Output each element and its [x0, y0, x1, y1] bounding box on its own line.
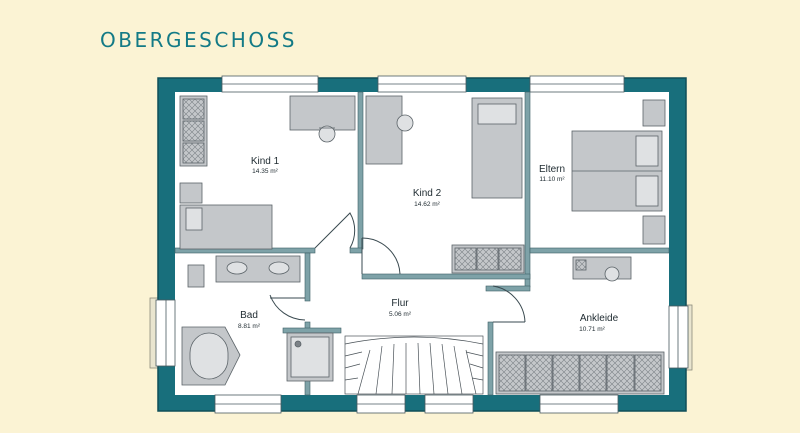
room-name-kind2: Kind 2 [413, 188, 442, 199]
room-area-kind1: 14.35 m² [252, 168, 278, 175]
ankleide-furniture [495, 256, 665, 395]
room-name-kind1: Kind 1 [251, 156, 280, 167]
staircase [344, 335, 484, 395]
room-name-ankleide: Ankleide [580, 313, 619, 324]
kind2-furniture [365, 95, 525, 274]
room-name-flur: Flur [391, 298, 409, 309]
room-area-eltern: 11.10 m² [539, 176, 565, 183]
doors [269, 212, 526, 323]
eltern-furniture [571, 99, 666, 245]
room-area-bad: 8.81 m² [238, 323, 261, 330]
room-name-bad: Bad [240, 310, 258, 321]
room-area-kind2: 14.62 m² [414, 201, 440, 208]
kind1-furniture [179, 95, 356, 250]
bad-furniture [181, 255, 334, 386]
interior-walls [174, 91, 670, 396]
room-name-eltern: Eltern [539, 164, 565, 175]
windows [155, 75, 689, 414]
room-labels: Kind 1 14.35 m² Kind 2 14.62 m² Eltern 1… [238, 156, 619, 333]
room-area-flur: 5.06 m² [389, 311, 412, 318]
room-area-ankleide: 10.71 m² [579, 326, 605, 333]
page-title: OBERGESCHOSS [100, 28, 297, 52]
